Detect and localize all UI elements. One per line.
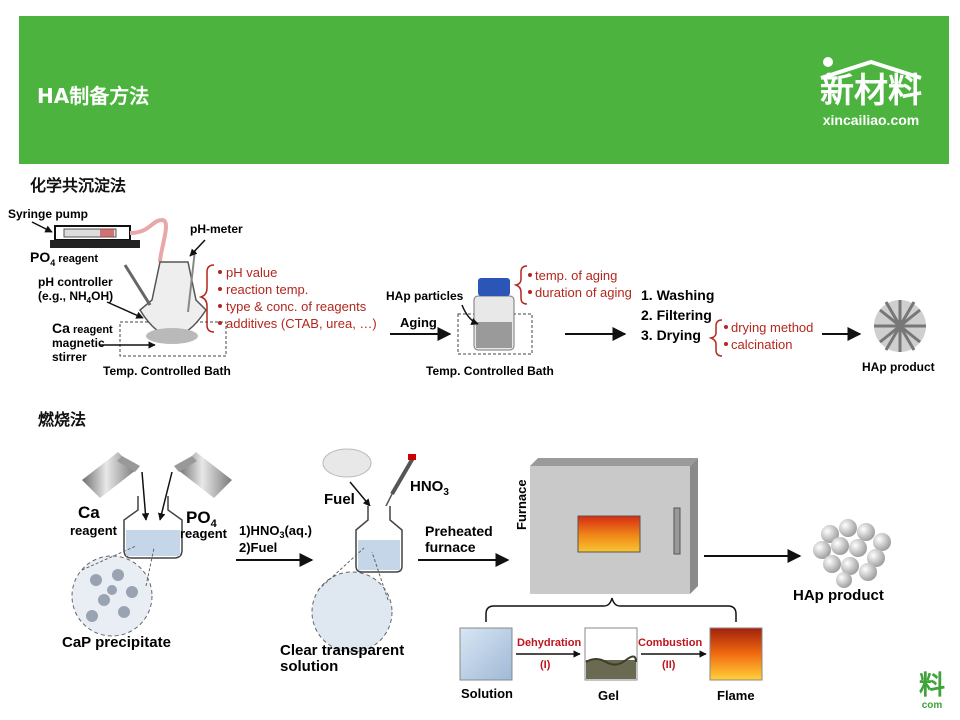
syringe-pump-label: Syringe pump xyxy=(8,207,88,221)
params-bracket xyxy=(198,264,215,333)
flame-label: Flame xyxy=(717,688,755,703)
hno3-label: HNO3 xyxy=(410,478,449,498)
logo-main-text: 新材料 xyxy=(820,71,922,111)
cap-precipitate-label: CaP precipitate xyxy=(62,634,171,651)
aging-bottle-apparatus xyxy=(457,278,533,355)
brand-logo[interactable]: 新材料 xincailiao.com xyxy=(801,54,941,140)
reaction-params-list: pH value reaction temp. type & conc. of … xyxy=(218,265,377,331)
section-title-coprecipitation: 化学共沉淀法 xyxy=(30,176,127,195)
aging-label: Aging xyxy=(400,315,437,330)
aging-param-temp: temp. of aging xyxy=(535,268,617,283)
furnace-label: Furnace xyxy=(514,479,529,530)
step-drying: 3. Drying xyxy=(641,327,701,343)
solution-flask-apparatus xyxy=(311,448,416,653)
page-title: HA制备方法 xyxy=(37,84,150,108)
drying-param-calcination: calcination xyxy=(731,337,792,352)
combustion-step: (II) xyxy=(662,659,676,671)
reaction-flask-apparatus xyxy=(100,239,227,357)
drying-bracket xyxy=(708,319,723,357)
po4-reagent-label-2: reagent xyxy=(180,526,228,541)
po4-reagent-label: PO4 reagent xyxy=(30,249,98,268)
fuel-label: Fuel xyxy=(324,491,355,508)
section-title-combustion: 燃烧法 xyxy=(38,410,87,429)
param-additives: additives (CTAB, urea, …) xyxy=(226,316,377,331)
ca-reagent-label: Ca reagent xyxy=(52,320,113,336)
post-process-steps: 1. Washing 2. Filtering 3. Drying xyxy=(641,287,714,343)
syringe-pump-apparatus xyxy=(31,217,168,263)
house-roof-icon xyxy=(820,57,922,80)
logo-sub-text: xincailiao.com xyxy=(822,112,920,128)
corner-logo-sub: com xyxy=(921,700,943,711)
hap-nanostructure-image xyxy=(874,300,926,352)
bath1-label: Temp. Controlled Bath xyxy=(103,364,231,378)
combustion-label: Combustion xyxy=(638,637,702,649)
param-reagents: type & conc. of reagents xyxy=(226,299,367,314)
magnetic-label: magnetic xyxy=(52,336,105,350)
hap-particles-image xyxy=(813,519,891,588)
corner-logo-main: 料 xyxy=(918,671,945,701)
bath2-label: Temp. Controlled Bath xyxy=(426,364,554,378)
step-washing: 1. Washing xyxy=(641,287,714,303)
corner-brand-logo[interactable]: 料 com xyxy=(916,672,948,712)
reagent-flasks-apparatus xyxy=(71,452,232,637)
detail-bracket xyxy=(485,597,737,622)
stirrer-label: stirrer xyxy=(52,350,87,364)
dehydration-step: (I) xyxy=(540,659,551,671)
ph-meter-label: pH-meter xyxy=(190,222,243,236)
clear-solution-label-2: solution xyxy=(280,658,338,675)
aging-bracket xyxy=(513,265,528,305)
param-reaction-temp: reaction temp. xyxy=(226,282,308,297)
clear-solution-label-1: Clear transparent xyxy=(280,642,404,659)
hap-product-label-1: HAp product xyxy=(862,360,935,374)
step-filtering: 2. Filtering xyxy=(641,307,712,323)
solution-label: Solution xyxy=(461,686,513,701)
ca-label: Ca xyxy=(78,503,100,522)
ph-controller-example: (e.g., NH4OH) xyxy=(38,289,113,305)
furnace-image xyxy=(530,458,698,594)
hap-particles-label: HAp particles xyxy=(386,289,464,303)
gel-image xyxy=(584,627,638,681)
header-banner: HA制备方法 新材料 xincailiao.com xyxy=(19,16,949,164)
flame-image xyxy=(709,627,763,681)
solution-image xyxy=(459,627,513,681)
gel-label: Gel xyxy=(598,688,619,703)
hap-product-label-2: HAp product xyxy=(793,587,884,604)
aging-params-list: temp. of aging duration of aging xyxy=(528,268,632,300)
aging-param-duration: duration of aging xyxy=(535,285,632,300)
drying-params-list: drying method calcination xyxy=(724,320,813,352)
drying-param-method: drying method xyxy=(731,320,813,335)
dehydration-label: Dehydration xyxy=(517,637,581,649)
preheated-label-2: furnace xyxy=(425,539,476,555)
ca-reagent-label-2: reagent xyxy=(70,523,118,538)
ph-controller-label: pH controller xyxy=(38,275,113,289)
preheated-label-1: Preheated xyxy=(425,523,493,539)
po4-label-2: PO4 xyxy=(186,508,218,530)
step-hno3: 1)HNO3(aq.) xyxy=(239,523,312,540)
step-fuel: 2)Fuel xyxy=(239,540,277,555)
param-ph-value: pH value xyxy=(226,265,277,280)
